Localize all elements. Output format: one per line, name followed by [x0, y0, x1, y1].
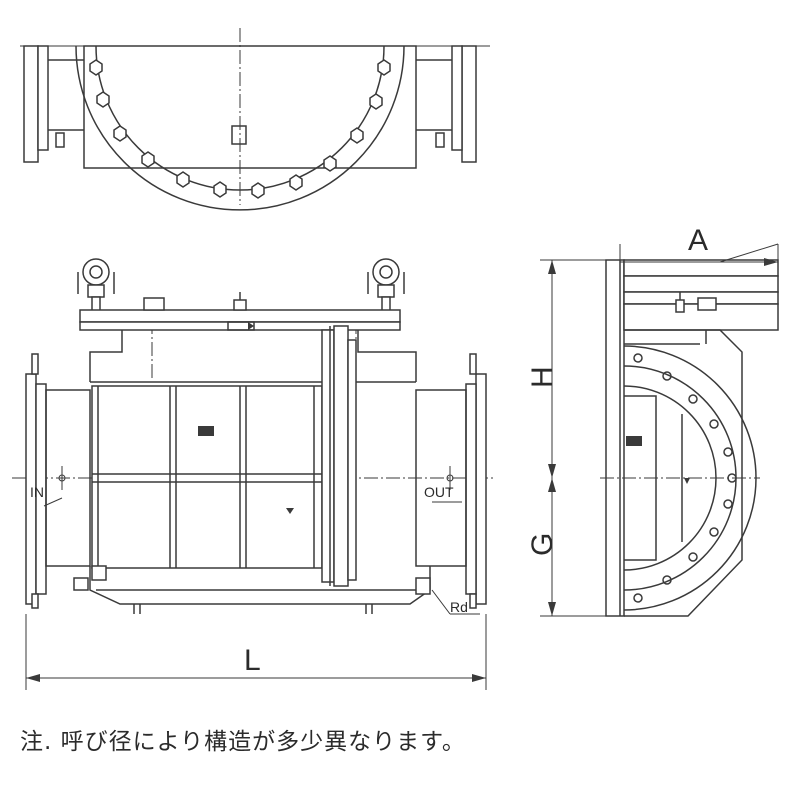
dimension-h-label: H: [526, 366, 559, 388]
dimension-a-label: A: [688, 224, 708, 257]
cover-bolts-top: [89, 59, 391, 199]
side-view: A H G: [526, 224, 779, 617]
eye-bolt-left: [77, 258, 115, 312]
top-view: [20, 28, 490, 211]
inlet-label: IN: [30, 484, 44, 500]
screen-basket: [91, 385, 323, 569]
rd-label: Rd: [450, 599, 468, 615]
flange-bolt-holes: [633, 353, 737, 603]
drawing-note: 注. 呼び径により構造が多少異なります。: [20, 729, 466, 755]
dimension-g-label: G: [526, 533, 559, 556]
eye-bolt-right: [367, 258, 405, 312]
front-view: IN OUT Rd L: [12, 258, 495, 690]
outlet-label: OUT: [424, 484, 454, 500]
dimension-l-label: L: [244, 644, 261, 677]
